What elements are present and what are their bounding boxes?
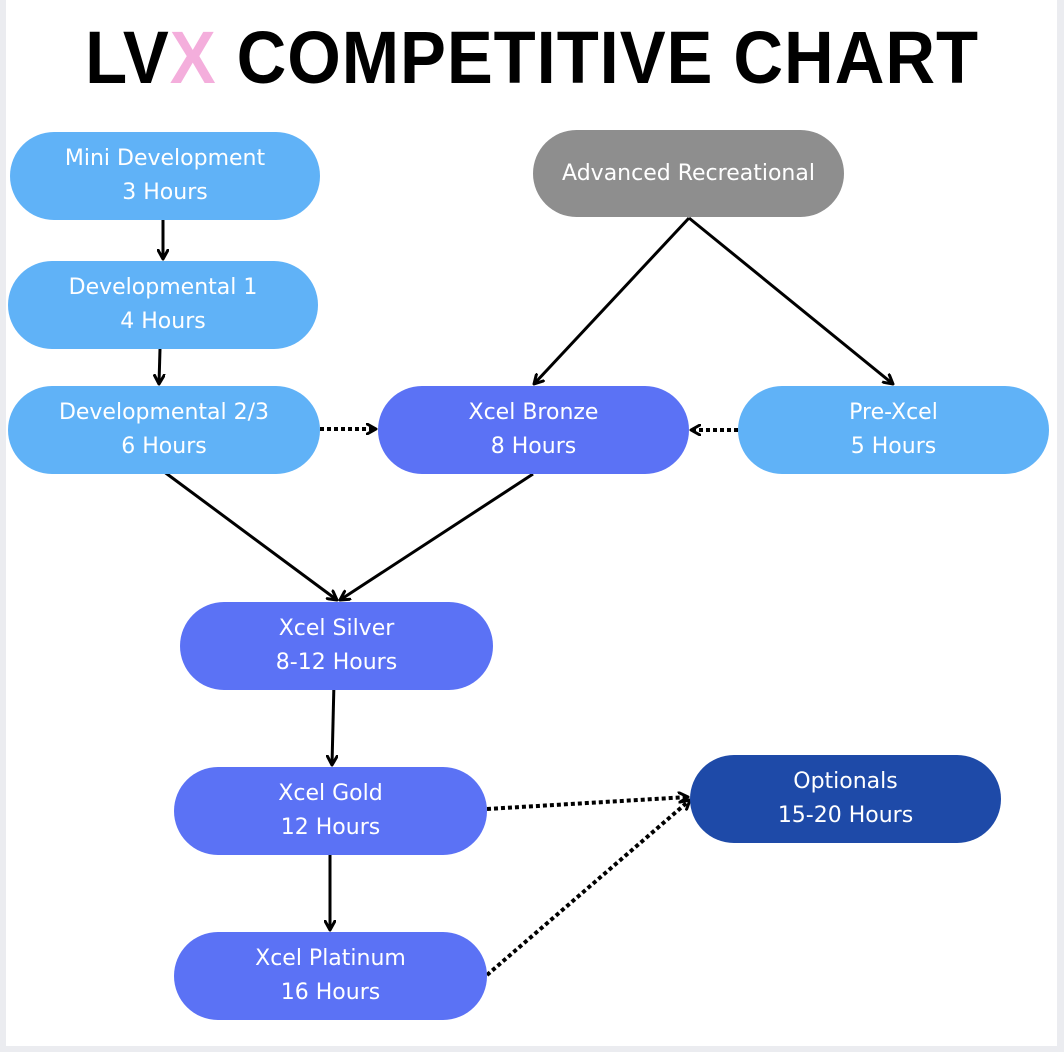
node-optionals: Optionals 15-20 Hours <box>690 755 1001 843</box>
title-suffix: COMPETITIVE CHART <box>216 16 979 99</box>
node-hours: 15-20 Hours <box>777 803 914 828</box>
node-label: Mini Development <box>64 146 266 171</box>
node-hours: 8 Hours <box>490 434 577 459</box>
title-accent: X <box>169 16 217 99</box>
node-advanced-recreational: Advanced Recreational <box>533 130 844 217</box>
arrow-developmental-2-3-to-xcel-silver <box>162 469 337 600</box>
node-hours: 16 Hours <box>280 980 381 1005</box>
node-hours: 4 Hours <box>120 309 206 334</box>
node-hours: 6 Hours <box>121 434 207 459</box>
node-label: Xcel Silver <box>278 616 395 641</box>
arrow-xcel-silver-to-xcel-gold <box>332 681 334 765</box>
node-xcel-silver: Xcel Silver 8-12 Hours <box>180 602 493 690</box>
node-xcel-bronze: Xcel Bronze 8 Hours <box>378 386 689 474</box>
arrow-developmental-1-to-developmental-2-3 <box>159 348 160 384</box>
arrow-advanced-recreational-to-xcel-bronze <box>534 216 691 384</box>
node-xcel-platinum: Xcel Platinum 16 Hours <box>174 932 487 1020</box>
node-label: Optionals <box>793 769 898 794</box>
node-mini-development: Mini Development 3 Hours <box>10 132 320 220</box>
page-title: LVX COMPETITIVE CHART <box>37 18 1027 98</box>
node-label: Xcel Gold <box>278 781 383 806</box>
node-label: Developmental 1 <box>68 275 258 300</box>
node-hours: 8-12 Hours <box>275 650 398 675</box>
node-label: Pre-Xcel <box>849 400 938 425</box>
node-developmental-1: Developmental 1 4 Hours <box>8 261 318 349</box>
node-developmental-2-3: Developmental 2/3 6 Hours <box>8 386 320 474</box>
arrow-xcel-platinum-to-optionals <box>485 798 690 977</box>
node-label: Developmental 2/3 <box>58 400 270 425</box>
node-xcel-gold: Xcel Gold 12 Hours <box>174 767 487 855</box>
node-hours: 3 Hours <box>122 180 208 205</box>
node-label: Xcel Bronze <box>468 400 599 425</box>
arrow-xcel-gold-to-optionals <box>486 797 688 811</box>
node-label: Advanced Recreational <box>562 160 815 186</box>
title-prefix: LV <box>85 16 170 99</box>
node-hours: 5 Hours <box>850 434 937 459</box>
arrow-advanced-recreational-to-pre-xcel <box>688 216 893 384</box>
node-hours: 12 Hours <box>280 815 381 840</box>
node-pre-xcel: Pre-Xcel 5 Hours <box>738 386 1049 474</box>
node-label: Xcel Platinum <box>255 946 406 971</box>
arrow-xcel-bronze-to-xcel-silver <box>340 472 534 600</box>
